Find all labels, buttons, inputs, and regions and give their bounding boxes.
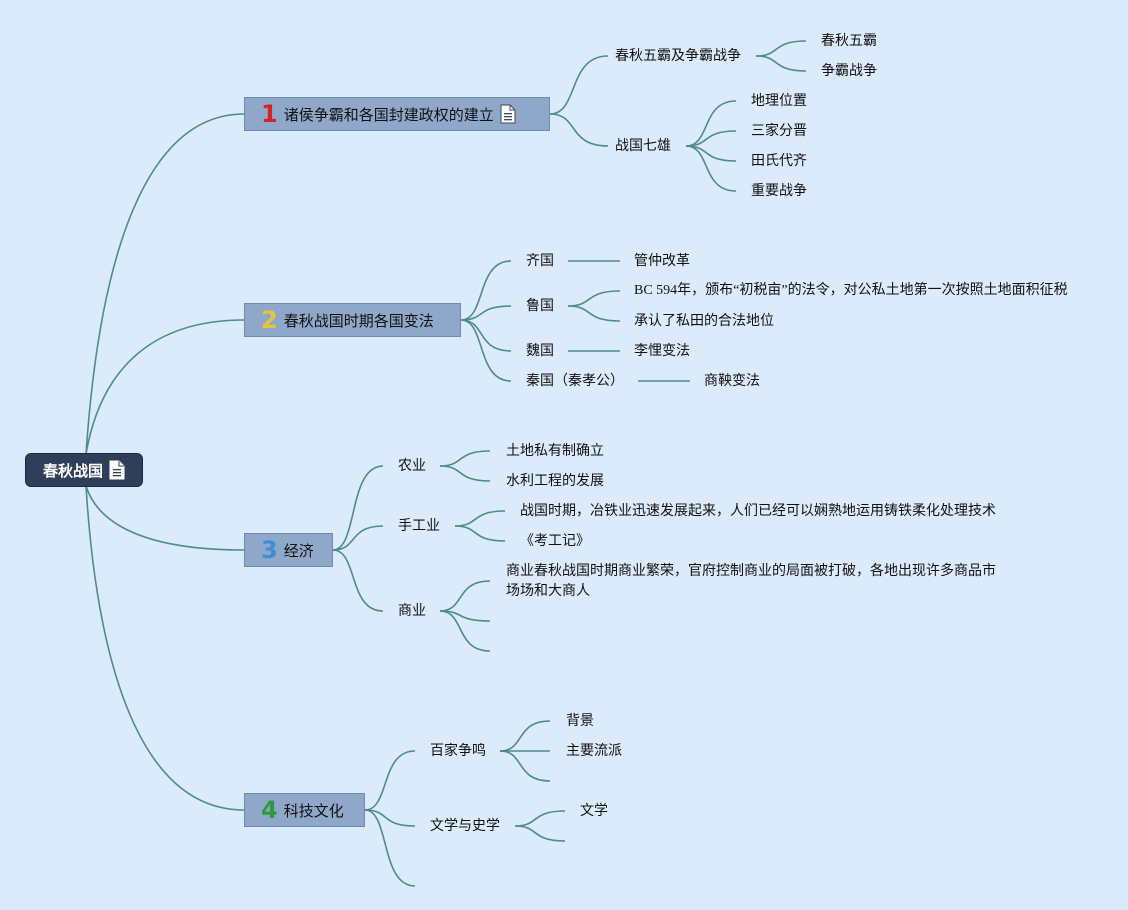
- topic-4-label: 科技文化: [283, 801, 344, 820]
- leaf-1-2-4[interactable]: 重要战争: [751, 183, 807, 199]
- subtopic-2-1[interactable]: 齐国: [526, 253, 554, 269]
- topic-3[interactable]: 3 经济: [244, 533, 333, 567]
- link-3-2-2: [454, 525, 506, 542]
- link-3-3: [332, 549, 384, 612]
- subtopic-1-1[interactable]: 春秋五霸及争霸战争: [615, 48, 741, 64]
- link-3-3-3: [439, 610, 491, 652]
- link-2-3: [460, 319, 512, 352]
- link-root-topic-4: [85, 485, 245, 811]
- link-3-3-1: [439, 580, 491, 612]
- link-root-topic-2: [85, 319, 245, 455]
- link-3-2-1: [454, 510, 506, 527]
- leaf-2-2-2[interactable]: 承认了私田的合法地位: [634, 313, 774, 329]
- link-root-topic-3: [85, 485, 245, 551]
- note-icon[interactable]: [500, 104, 516, 124]
- subtopic-4-1[interactable]: 百家争鸣: [430, 743, 486, 759]
- subtopic-2-4[interactable]: 秦国（秦孝公）: [526, 373, 624, 389]
- leaf-1-2-3[interactable]: 田氏代齐: [751, 153, 807, 169]
- link-2-2-1: [567, 290, 621, 307]
- link-1-2-4: [685, 145, 737, 192]
- link-3-1-2: [439, 465, 491, 482]
- link-4-2: [364, 809, 416, 827]
- link-4-3: [364, 809, 416, 887]
- leaf-1-1-2[interactable]: 争霸战争: [821, 63, 877, 79]
- leaf-3-2-2[interactable]: 《考工记》: [520, 533, 590, 549]
- leaf-2-3-1[interactable]: 李悝变法: [634, 343, 690, 359]
- topic-1-number: 1: [261, 100, 278, 128]
- subtopic-2-2[interactable]: 鲁国: [526, 298, 554, 314]
- leaf-4-2-1[interactable]: 文学: [580, 803, 608, 819]
- link-2-1: [460, 260, 512, 321]
- subtopic-3-3[interactable]: 商业: [398, 603, 426, 619]
- leaf-4-1-1[interactable]: 背景: [566, 713, 594, 729]
- link-1-2-1: [685, 100, 737, 147]
- leaf-4-1-2[interactable]: 主要流派: [566, 743, 622, 759]
- leaf-3-1-2[interactable]: 水利工程的发展: [506, 473, 604, 489]
- link-1-1-1: [755, 40, 807, 57]
- leaf-3-1-1[interactable]: 土地私有制确立: [506, 443, 604, 459]
- subtopic-3-2[interactable]: 手工业: [398, 518, 440, 534]
- topic-3-number: 3: [261, 536, 278, 564]
- subtopic-2-3[interactable]: 魏国: [526, 343, 554, 359]
- leaf-3-2-1[interactable]: 战国时期，冶铁业迅速发展起来，人们已经可以娴熟地运用铸铁柔化处理技术: [520, 503, 996, 519]
- topic-4-number: 4: [261, 796, 278, 824]
- link-4-1: [364, 750, 416, 811]
- root-node[interactable]: 春秋战国: [25, 453, 143, 487]
- link-4-2-2: [514, 825, 566, 842]
- link-3-1: [332, 465, 384, 551]
- subtopic-4-2[interactable]: 文学与史学: [430, 818, 500, 834]
- topic-2-label: 春秋战国时期各国变法: [283, 311, 434, 330]
- root-label: 春秋战国: [42, 461, 103, 480]
- topic-2-number: 2: [261, 306, 278, 334]
- leaf-3-3-1[interactable]: 商业春秋战国时期商业繁荣，官府控制商业的局面被打破，各地出现许多商品市场场和大商…: [506, 563, 996, 599]
- link-4-1-3: [499, 750, 551, 782]
- subtopic-1-2[interactable]: 战国七雄: [615, 138, 671, 154]
- link-1-2: [549, 113, 609, 147]
- link-1-1: [549, 55, 609, 115]
- leaf-1-2-2[interactable]: 三家分晋: [751, 123, 807, 139]
- link-1-1-2: [755, 55, 807, 72]
- link-4-2-1: [514, 810, 566, 827]
- link-3-2: [332, 525, 384, 551]
- leaf-2-1-1[interactable]: 管仲改革: [634, 253, 690, 269]
- topic-3-label: 经济: [283, 541, 314, 560]
- link-4-1-1: [499, 720, 551, 752]
- link-2-2-2: [567, 305, 621, 322]
- link-2-2: [460, 305, 512, 321]
- leaf-2-4-1[interactable]: 商鞅变法: [704, 373, 760, 389]
- link-3-1-1: [439, 450, 491, 467]
- topic-4[interactable]: 4 科技文化: [244, 793, 365, 827]
- subtopic-3-1[interactable]: 农业: [398, 458, 426, 474]
- leaf-1-1-1[interactable]: 春秋五霸: [821, 33, 877, 49]
- topic-2[interactable]: 2 春秋战国时期各国变法: [244, 303, 461, 337]
- link-2-4: [460, 319, 512, 382]
- leaf-2-2-1[interactable]: BC 594年，颁布“初税亩”的法令，对公私土地第一次按照土地面积征税: [634, 283, 1068, 298]
- topic-1[interactable]: 1 诸侯争霸和各国封建政权的建立: [244, 97, 550, 131]
- topic-1-label: 诸侯争霸和各国封建政权的建立: [283, 105, 494, 124]
- note-icon[interactable]: [109, 460, 125, 480]
- link-root-topic-1: [85, 113, 245, 455]
- leaf-1-2-1[interactable]: 地理位置: [751, 93, 807, 109]
